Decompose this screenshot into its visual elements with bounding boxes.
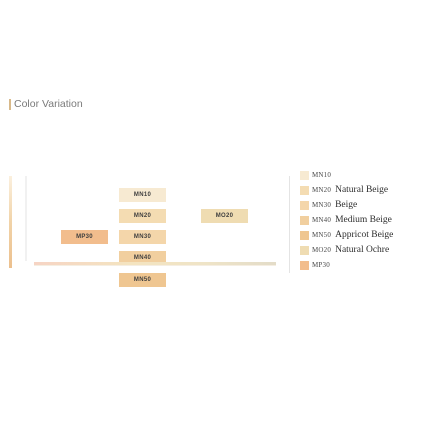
swatch-mn10[interactable]: MN10 [119,188,166,202]
swatch-label: MO20 [215,213,234,219]
legend-chip [300,260,309,270]
legend-name: Beige [335,200,358,210]
swatch-label: MN40 [133,255,152,261]
swatch-mn50[interactable]: MN50 [119,273,166,287]
shade-gradient-bar [9,176,12,268]
swatch-label: MP30 [76,234,93,240]
legend-chip [300,230,309,240]
swatch-label: MN50 [133,277,152,283]
chart-bottom-shadow [34,265,276,266]
legend-code: MN20 [312,186,332,194]
swatch-mo20[interactable]: MO20 [201,209,248,223]
chart-bottom-gradient [34,262,276,265]
legend-item-mn40: MN40 Medium Beige [300,214,392,226]
legend-item-mn10: MN10 [300,169,335,181]
section-title-text: Color Variation [14,98,83,110]
legend-item-mn20: MN20 Natural Beige [300,184,388,196]
legend-chip [300,215,309,225]
legend-item-mn50: MN50 Appricot Beige [300,229,393,241]
chart-left-axis [25,176,27,261]
legend-code: MN50 [312,231,332,239]
title-accent-bar [9,98,11,110]
swatch-mp30[interactable]: MP30 [61,230,108,244]
swatch-label: MN10 [133,192,152,198]
legend-code: MP30 [312,261,330,269]
swatch-mn20[interactable]: MN20 [119,209,166,223]
legend-chip [300,185,309,195]
legend-code: MN30 [312,201,332,209]
legend-item-mp30: MP30 [300,259,334,271]
swatch-mn40[interactable]: MN40 [119,251,166,265]
legend-code: MN10 [312,171,332,179]
legend-divider [289,176,290,273]
section-title: Color Variation [9,96,83,112]
legend-item-mo20: MO20 Natural Ochre [300,244,389,256]
legend-name: Natural Ochre [335,245,390,255]
swatch-label: MN20 [133,213,152,219]
legend-code: MO20 [312,246,332,254]
legend-name: Natural Beige [335,185,389,195]
legend-name: Medium Beige [335,215,392,225]
legend-code: MN40 [312,216,332,224]
legend-chip [300,170,309,180]
legend-chip [300,245,309,255]
legend-name: Appricot Beige [335,230,394,240]
swatch-mn30[interactable]: MN30 [119,230,166,244]
swatch-label: MN30 [133,234,152,240]
legend-chip [300,200,309,210]
legend-item-mn30: MN30 Beige [300,199,357,211]
